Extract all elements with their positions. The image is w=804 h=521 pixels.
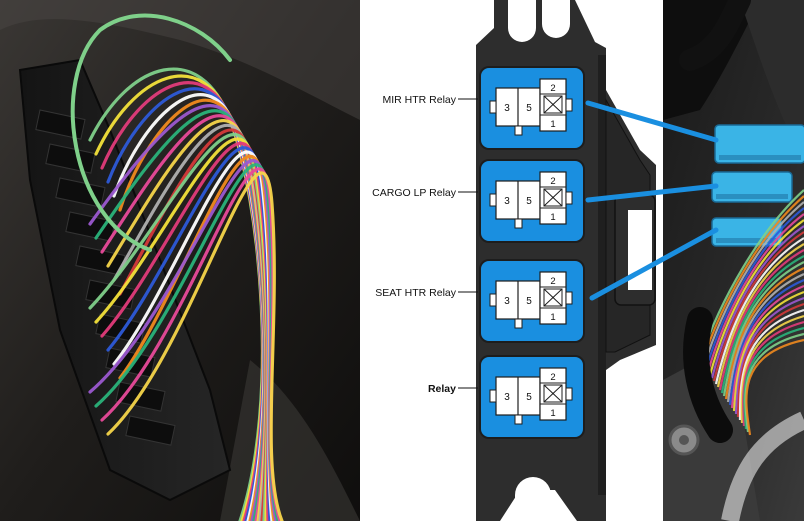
wire (738, 308, 804, 421)
right-photo-panel (663, 0, 804, 521)
wire (706, 213, 804, 373)
wire (730, 284, 804, 409)
relay-label: SEAT HTR Relay (375, 287, 456, 299)
wire (704, 207, 804, 370)
wire (734, 296, 804, 415)
wire (740, 314, 804, 424)
wire (743, 326, 804, 430)
connector-slot (55, 177, 106, 208)
pin-label: 1 (550, 119, 555, 130)
left-photo-panel (0, 0, 360, 521)
wire (712, 231, 804, 382)
relay-label: CARGO LP Relay (372, 187, 457, 199)
pin-label: 3 (504, 196, 510, 207)
wire (722, 261, 804, 397)
callout-line (585, 100, 719, 143)
wire (720, 255, 804, 394)
wire (742, 320, 804, 427)
callout-line (589, 227, 719, 301)
wire (716, 243, 804, 388)
wire (724, 267, 804, 400)
wire (732, 290, 804, 412)
pin-label: 1 (550, 312, 555, 323)
relay-2: 3 5 2 1 CARGO LP Relay (372, 159, 585, 243)
wire (710, 225, 804, 379)
relay-4: 3 5 2 1 Relay (428, 355, 585, 439)
connector-slot (65, 211, 116, 242)
pin-label: 5 (526, 196, 532, 207)
wire (745, 338, 804, 436)
wire (736, 302, 804, 418)
pin-label: 2 (550, 176, 555, 187)
wire (744, 332, 804, 433)
pin-label: 5 (526, 296, 532, 307)
pin-label: 5 (526, 103, 532, 114)
pin-label: 3 (504, 392, 510, 403)
relay-label: Relay (428, 383, 456, 395)
wire (714, 237, 804, 385)
pin-label: 2 (550, 83, 555, 94)
pin-label: 3 (504, 296, 510, 307)
pin-label: 1 (550, 408, 555, 419)
connector-slot (125, 415, 176, 446)
relay-3: 3 5 2 1 SEAT HTR Relay (375, 259, 585, 343)
wire (106, 171, 284, 521)
relay-label: MIR HTR Relay (382, 94, 456, 106)
pin-label: 2 (550, 276, 555, 287)
pin-label: 5 (526, 392, 532, 403)
installed-relay-1 (714, 124, 804, 164)
connector-slots (35, 109, 176, 446)
wire (718, 249, 804, 391)
wire (728, 278, 804, 406)
pin-label: 1 (550, 212, 555, 223)
wire (708, 219, 804, 376)
callout-lines (585, 100, 719, 301)
wire (726, 272, 804, 403)
wire (702, 201, 804, 367)
pin-label: 3 (504, 103, 510, 114)
pin-label: 2 (550, 372, 555, 383)
installed-relays (711, 124, 804, 247)
harness-wires (70, 13, 284, 521)
wire (70, 13, 232, 252)
callout-line (585, 183, 719, 203)
relay-1: 3 5 2 1 MIR HTR Relay (382, 66, 585, 150)
wire (700, 195, 804, 364)
